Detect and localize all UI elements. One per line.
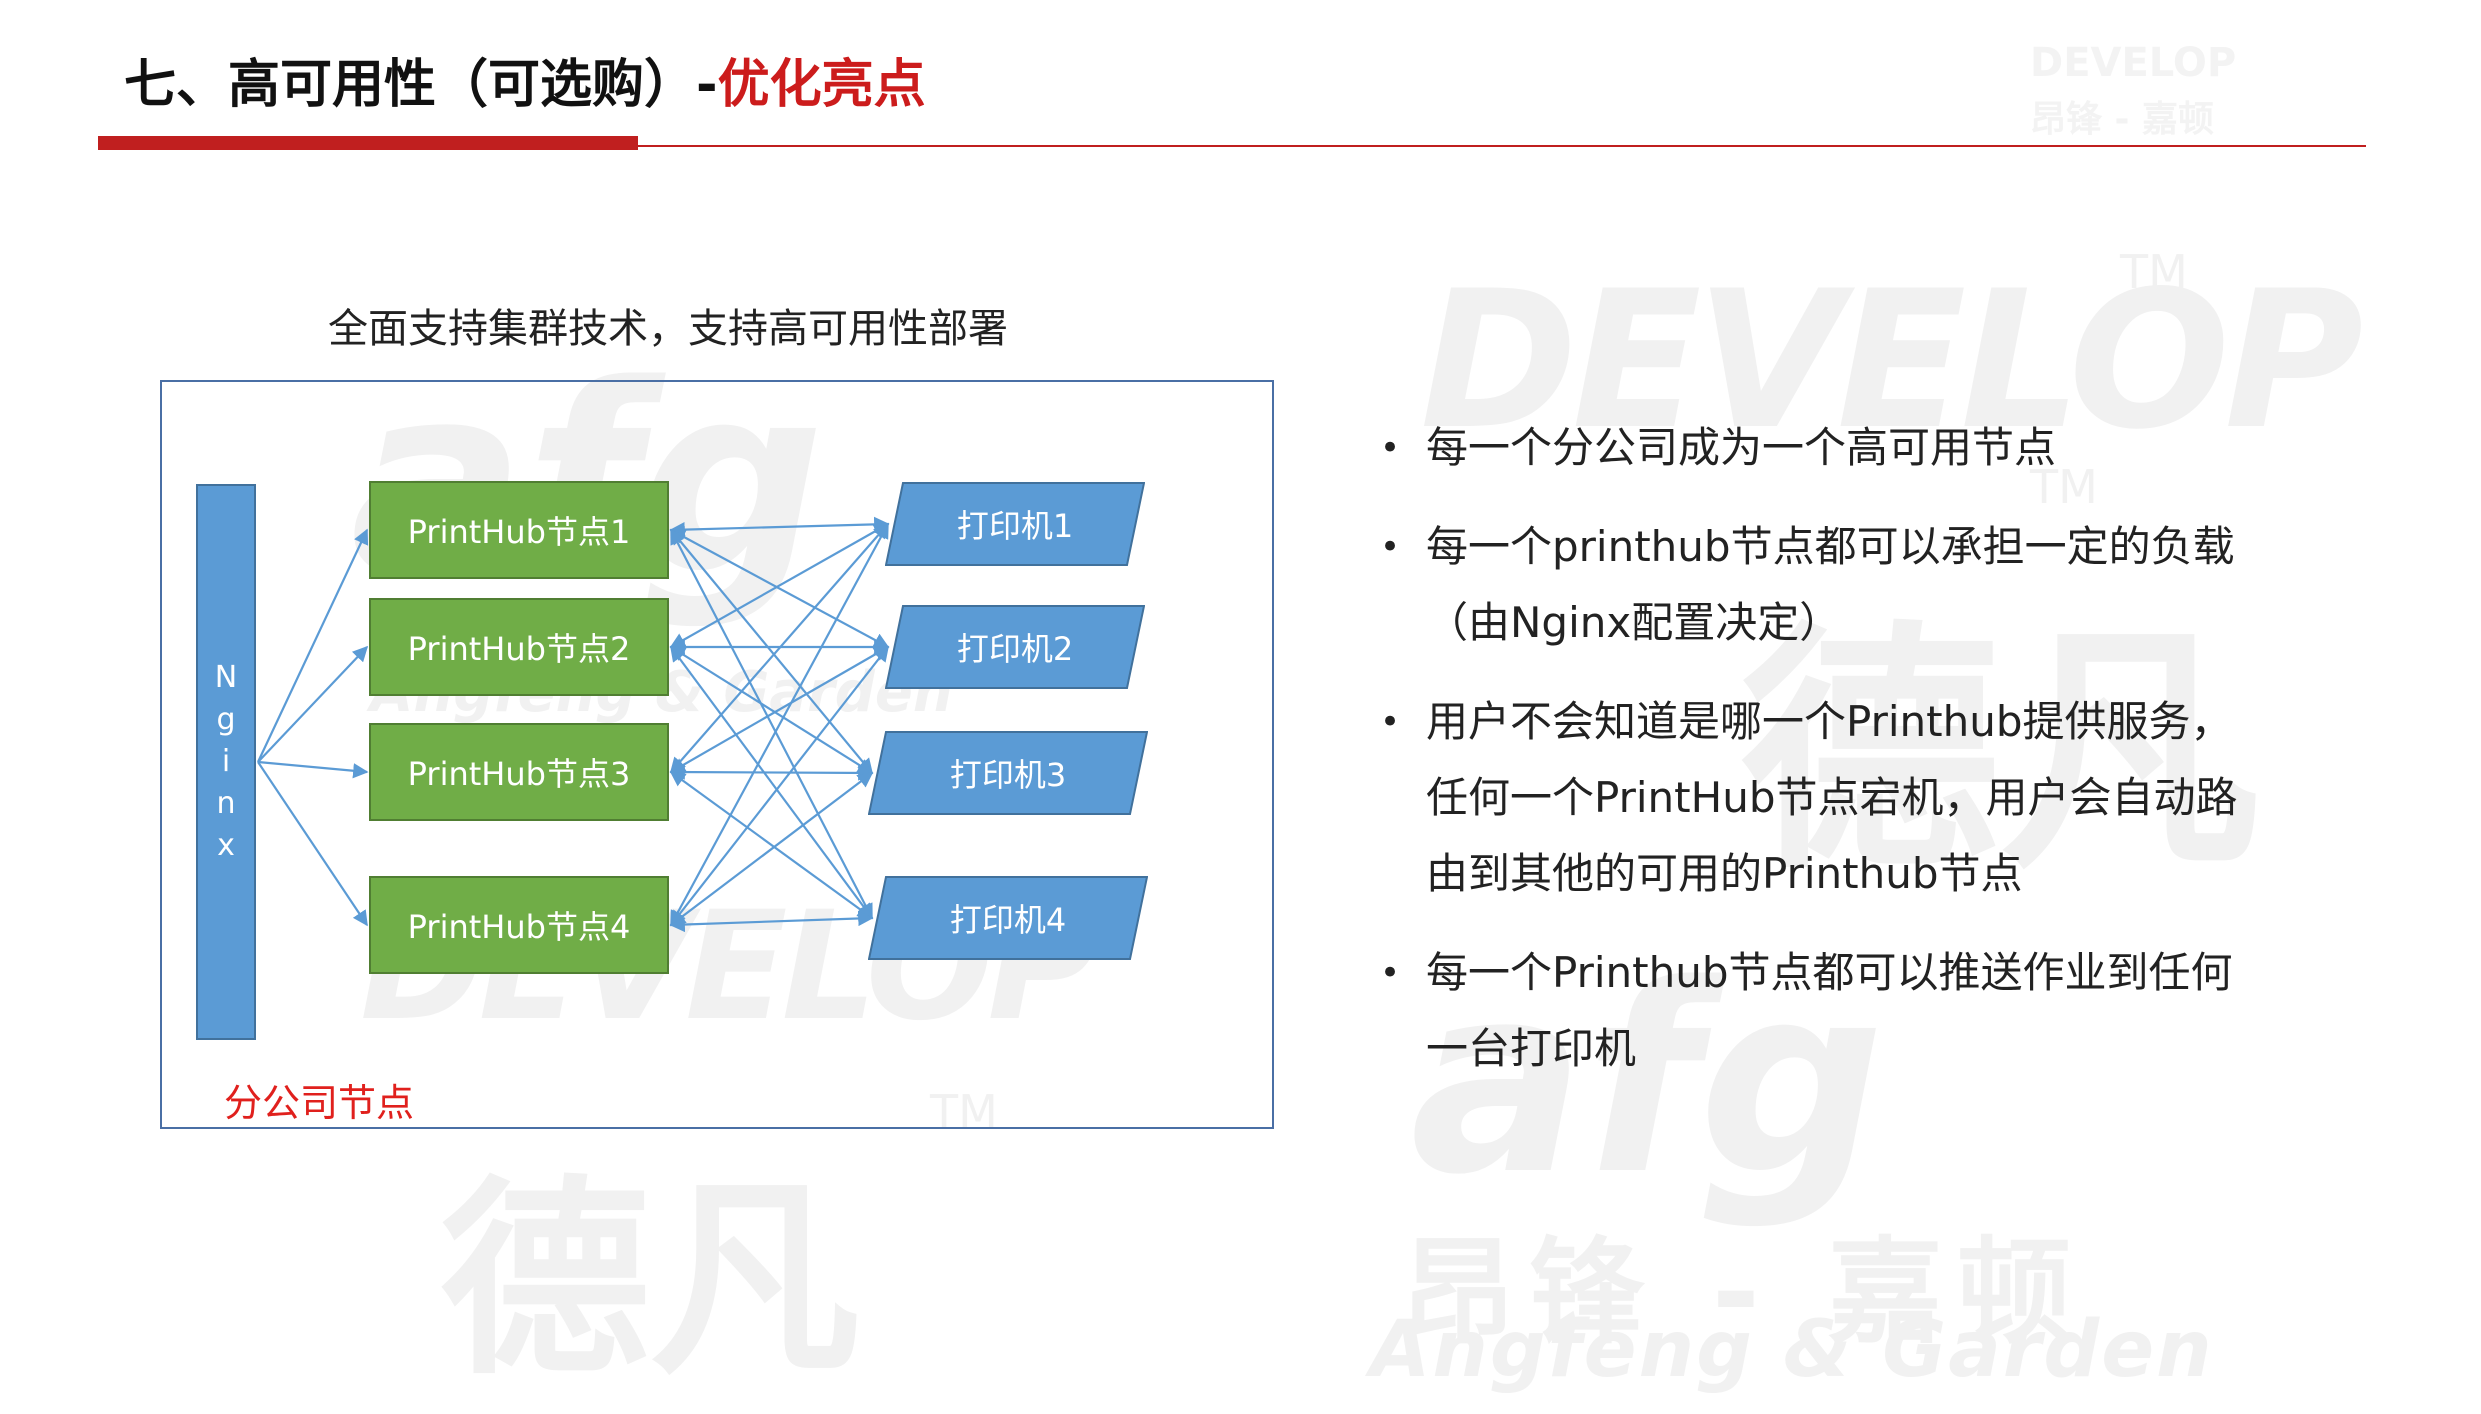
watermark-top-company: 昂锋 - 嘉顿 (2030, 99, 2215, 140)
bullet-item: • 每一个Printhub节点都可以推送作业到任何一台打印机 (1380, 935, 2360, 1087)
bullet-dot-icon: • (1380, 702, 1401, 742)
watermark-trademark: TM (2030, 460, 2098, 514)
slide-title-highlight: 优化亮点 (717, 55, 926, 115)
printer-1: 打印机1 (885, 482, 1145, 566)
diagram-caption: 全面支持集群技术，支持高可用性部署 (328, 306, 1008, 352)
printer-shape (868, 876, 1148, 960)
printer-shape (885, 482, 1145, 566)
title-underline-accent (98, 136, 638, 150)
printer-4-label: 打印机4 (949, 901, 1067, 939)
printhub-node-2: PrintHub节点2 (369, 598, 669, 696)
printer-2: 打印机2 (885, 605, 1145, 689)
printhub-node-4: PrintHub节点4 (369, 876, 669, 974)
nginx-letter: n (216, 786, 236, 821)
branch-node-label: 分公司节点 (224, 1081, 415, 1125)
bullet-dot-icon: • (1380, 428, 1401, 468)
printhub-node-1: PrintHub节点1 (369, 481, 669, 579)
feature-bullet-list: • 每一个分公司成为一个高可用节点 • 每一个printhub节点都可以承担一定的负载… (1380, 410, 2360, 1110)
bullet-dot-icon: • (1380, 953, 1401, 993)
slide-title-main: 七、高可用性（可选购）- (124, 55, 718, 115)
bullet-text-line: 由到其他的可用的Printhub节点 (1426, 849, 2023, 898)
watermark-brand-cn: 德凡 (1740, 602, 2260, 904)
printer-3-label: 打印机3 (949, 756, 1067, 794)
bullet-text-line: 用户不会知道是哪一个Printhub提供服务， (1426, 697, 2233, 746)
nginx-letter: g (216, 702, 236, 737)
watermark-top-logo: DEVELOP (2030, 40, 2237, 86)
bullet-text-line: （由Nginx配置决定） (1426, 598, 1842, 647)
printer-3: 打印机3 (868, 731, 1148, 815)
watermark-afg-logo: afg (1410, 930, 1885, 1232)
title-underline (638, 145, 2366, 147)
bullet-item: • 每一个分公司成为一个高可用节点 (1380, 410, 2360, 486)
nginx-letter: N (214, 660, 238, 695)
slide-title: 七、高可用性（可选购）-优化亮点 (124, 42, 926, 117)
printer-4: 打印机4 (868, 876, 1148, 960)
nginx-letter: x (217, 828, 235, 863)
bullet-text-line: 任何一个PrintHub节点宕机，用户会自动路 (1426, 773, 2238, 822)
watermark-brand-cn: 德凡 (440, 1158, 861, 1403)
bullet-item: • 用户不会知道是哪一个Printhub提供服务， 任何一个PrintHub节点宕机… (1380, 684, 2360, 912)
bullet-text-line: 每一个分公司成为一个高可用节点 (1426, 423, 2057, 472)
watermark-develop: DEVELOP (1420, 250, 2363, 471)
bullet-item: • 每一个printhub节点都可以承担一定的负载 （由Nginx配置决定） (1380, 509, 2360, 661)
bullet-text-line: 每一个Printhub节点都可以推送作业到任何 (1426, 948, 2233, 997)
printer-2-label: 打印机2 (956, 630, 1074, 668)
bullet-text-line: 一台打印机 (1426, 1024, 1637, 1073)
watermark-trademark: TM (2120, 245, 2188, 299)
printhub-node-3: PrintHub节点3 (369, 723, 669, 821)
watermark-trademark: TM (930, 1085, 998, 1139)
printer-shape (885, 605, 1145, 689)
bullet-text-line: 每一个printhub节点都可以承担一定的负载 (1426, 522, 2235, 571)
bullet-dot-icon: • (1380, 527, 1401, 567)
watermark-company-en: Angfeng & Garden (1370, 1305, 2214, 1395)
nginx-letter: i (221, 744, 231, 779)
printer-1-label: 打印机1 (956, 507, 1074, 545)
diagram-frame (160, 380, 1274, 1129)
watermark-company-cn: 昂锋 - 嘉顿 (1400, 1226, 2086, 1360)
